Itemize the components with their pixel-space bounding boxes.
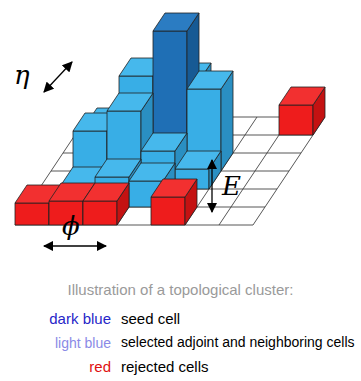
legend-row: dark blue seed cell (0, 310, 361, 332)
legend-swatch: light blue (55, 334, 111, 351)
legend-swatch: red (89, 358, 111, 375)
bar-face (279, 105, 313, 135)
bar-face (151, 197, 185, 225)
energy-arrow (211, 160, 212, 212)
bar-face (151, 179, 197, 197)
energy-label: E (222, 173, 241, 199)
caption: Illustration of a topological cluster: (0, 281, 361, 298)
eta-arrow (44, 62, 72, 92)
bar-face (279, 87, 325, 105)
phi-arrow (44, 245, 106, 246)
bar-face (83, 201, 117, 225)
bar-face (83, 183, 129, 201)
energy-bars (15, 13, 325, 225)
legend-text: seed cell (121, 310, 180, 327)
legend-row: light blue selected adjoint and neighbori… (0, 334, 361, 356)
legend-key: dark blue (49, 310, 111, 327)
legend-text: selected adjoint and neighboring cells (121, 334, 355, 350)
bar-face (141, 133, 187, 151)
legend-row: red rejected cells (0, 358, 361, 380)
legend-swatch: dark blue (49, 310, 111, 327)
cell-grid (15, 117, 325, 225)
bar-face (15, 203, 49, 225)
legend-text: rejected cells (121, 358, 209, 375)
bar-face (153, 13, 199, 31)
bar-face (129, 163, 175, 181)
bar-face (187, 71, 233, 89)
eta-label: η (14, 62, 30, 88)
legend-key: red (89, 358, 111, 375)
phi-label: ϕ (62, 213, 80, 239)
bar-face (107, 93, 153, 111)
bar-face (175, 151, 221, 169)
legend-key: light blue (55, 335, 111, 351)
